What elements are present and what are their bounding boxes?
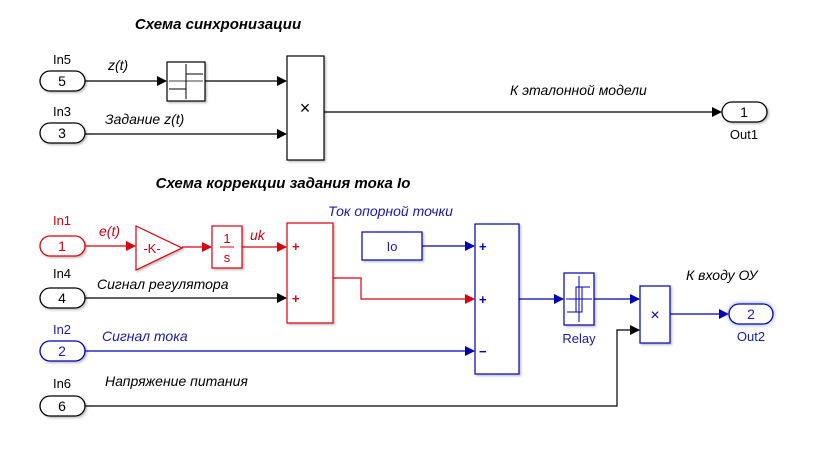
inport-in3-number: 3 bbox=[58, 125, 66, 141]
outport-out2-shape[interactable] bbox=[728, 303, 774, 325]
sync-scheme-title: Схема синхронизации bbox=[135, 16, 301, 33]
inport-in2[interactable]: In2 2 bbox=[39, 322, 86, 362]
signal-line-supply-voltage[interactable] bbox=[85, 325, 640, 407]
relay-block[interactable]: Relay bbox=[562, 272, 596, 346]
constant-io-label: Io bbox=[387, 239, 398, 254]
signal-label-regulator: Сигнал регулятора bbox=[97, 276, 229, 292]
outport-out2-number: 2 bbox=[747, 306, 755, 322]
signal-label-to-ou-input: К входу ОУ bbox=[686, 267, 760, 283]
inport-in2-name: In2 bbox=[53, 322, 71, 337]
sum-block-1[interactable]: + + bbox=[286, 222, 334, 324]
signal-label-current: Сигнал тока bbox=[102, 328, 188, 344]
sum-block-2[interactable]: + + − bbox=[474, 223, 520, 375]
relay-label: Relay bbox=[562, 331, 596, 346]
sum2-sign-2: + bbox=[479, 292, 487, 307]
signal-label-to-reference-model: К эталонной модели bbox=[510, 82, 647, 98]
signal-label-e: e(t) bbox=[99, 223, 120, 239]
inport-in4-number: 4 bbox=[58, 290, 66, 306]
inport-in4[interactable]: In4 4 bbox=[39, 266, 86, 309]
inport-in3-shape[interactable] bbox=[39, 122, 86, 144]
inport-in6-number: 6 bbox=[58, 398, 66, 414]
product-block-2[interactable]: × bbox=[639, 285, 671, 344]
integrator-numerator: 1 bbox=[223, 231, 230, 246]
multiply-icon: × bbox=[300, 98, 311, 118]
outport-out2-name: Out2 bbox=[737, 329, 765, 344]
outport-out1-name: Out1 bbox=[730, 127, 758, 142]
sum1-sign-1: + bbox=[292, 239, 300, 254]
signal-label-supply-voltage: Напряжение питания bbox=[105, 373, 248, 389]
correction-scheme-title: Схема коррекции задания тока Io bbox=[156, 175, 411, 192]
inport-in6[interactable]: In6 6 bbox=[39, 376, 86, 417]
sum2-sign-1: + bbox=[479, 239, 487, 254]
sum2-sign-3: − bbox=[479, 344, 487, 359]
inport-in2-number: 2 bbox=[58, 343, 66, 359]
product-block-1[interactable]: × bbox=[286, 55, 325, 161]
signal-line-sum1-out[interactable] bbox=[333, 277, 475, 304]
outport-out2[interactable]: 2 Out2 bbox=[728, 303, 774, 344]
inport-in3[interactable]: In3 3 bbox=[39, 104, 86, 144]
inport-in4-name: In4 bbox=[53, 266, 71, 281]
integrator-denominator: s bbox=[224, 250, 231, 265]
signal-label-z-setpoint: Задание z(t) bbox=[105, 111, 184, 127]
relay-hysteresis-icon bbox=[566, 276, 592, 322]
inport-in5[interactable]: In5 5 bbox=[39, 52, 86, 92]
integrator-block[interactable]: 1 s bbox=[211, 225, 243, 269]
multiply-icon: × bbox=[650, 307, 659, 324]
gain-label: -K- bbox=[143, 241, 160, 256]
inport-in6-name: In6 bbox=[53, 376, 71, 391]
outport-out1-number: 1 bbox=[740, 104, 748, 120]
signal-label-reference-point-current: Ток опорной точки bbox=[328, 203, 453, 219]
inport-in5-number: 5 bbox=[58, 73, 66, 89]
inport-in5-name: In5 bbox=[53, 52, 71, 67]
inport-in1-number: 1 bbox=[58, 238, 66, 254]
inport-in1[interactable]: In1 1 bbox=[39, 213, 86, 257]
signal-label-uk: uk bbox=[250, 227, 266, 243]
gain-block[interactable]: -K- bbox=[135, 225, 184, 271]
constant-io-block[interactable]: Io bbox=[361, 231, 423, 261]
sum1-sign-2: + bbox=[292, 291, 300, 306]
inport-in1-name: In1 bbox=[53, 213, 71, 228]
signal-label-z: z(t) bbox=[107, 57, 128, 73]
sign-block[interactable] bbox=[166, 61, 206, 102]
inport-in3-name: In3 bbox=[53, 104, 71, 119]
outport-out1[interactable]: 1 Out1 bbox=[721, 101, 768, 142]
outport-out1-shape[interactable] bbox=[721, 101, 768, 123]
